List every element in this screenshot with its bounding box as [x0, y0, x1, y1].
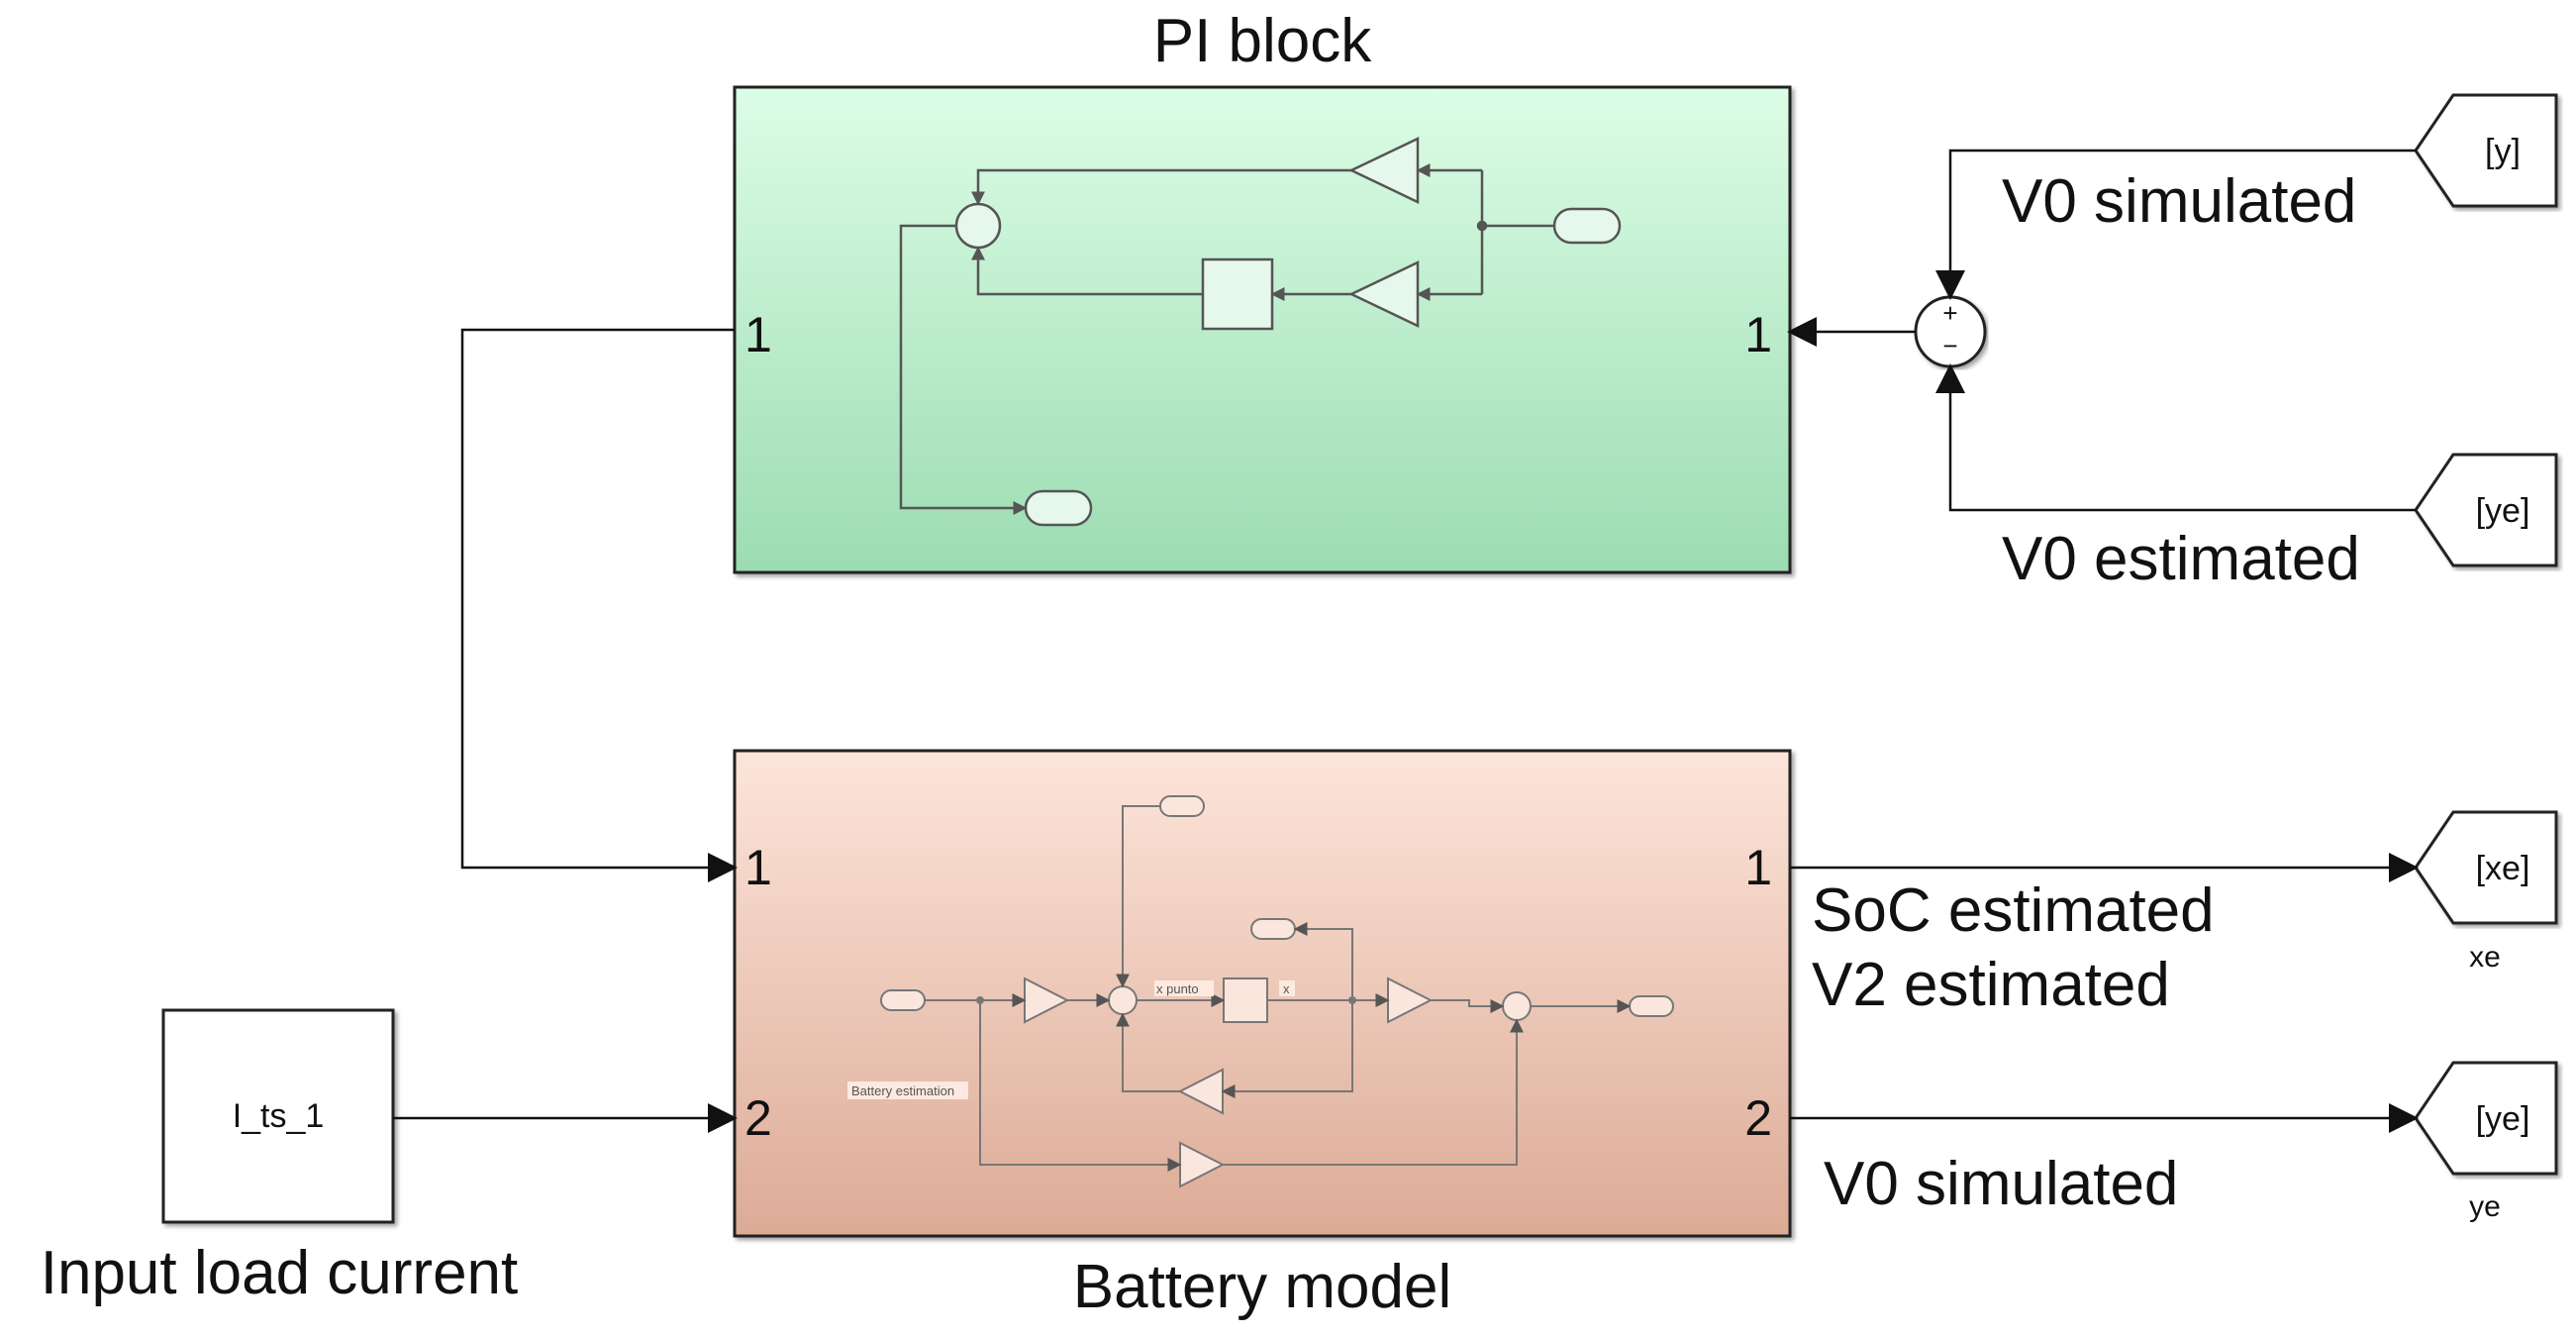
x-punto-label-bg: [1154, 980, 1214, 996]
battery-model-out-port-2: 2: [1744, 1090, 1772, 1146]
battery-estimation-label: Battery estimation: [851, 1083, 954, 1098]
signal-label-soc-estimated: SoC estimated: [1812, 876, 2215, 945]
input-load-current-block[interactable]: I_ts_1: [161, 1008, 395, 1224]
x-punto-label: x punto: [1156, 981, 1199, 996]
signal-ye-to-sum: [1935, 363, 2416, 512]
sum-plus-sign: +: [1942, 298, 1957, 328]
pi-block-title: PI block: [1153, 7, 1373, 75]
pi-block[interactable]: 1 1: [733, 85, 1792, 574]
goto-tag-ye[interactable]: [ye]: [2414, 1061, 2558, 1176]
signal-label-v2-estimated: V2 estimated: [1812, 951, 2170, 1019]
from-tag-ye-label: [ye]: [2476, 492, 2530, 530]
goto-tag-xe-caption: xe: [2469, 941, 2501, 974]
pi-block-in-port: 1: [744, 307, 772, 362]
goto-tag-ye-label: [ye]: [2476, 1100, 2530, 1138]
goto-tag-ye-caption: ye: [2469, 1190, 2501, 1223]
input-block-caption: Input load current: [41, 1239, 519, 1307]
battery-model-block[interactable]: x punto x Battery estimation 1 2 1 2: [733, 749, 1792, 1238]
pi-block-inner-preview: [899, 137, 1622, 527]
signal-lines: [393, 149, 2419, 1133]
signal-pi-to-battery: [460, 328, 738, 882]
x-label: x: [1283, 981, 1290, 996]
battery-model-title: Battery model: [1073, 1253, 1452, 1321]
goto-tag-xe-label: [xe]: [2476, 850, 2530, 887]
goto-tag-xe[interactable]: [xe]: [2414, 810, 2558, 925]
from-tag-ye[interactable]: [ye]: [2414, 453, 2558, 567]
signal-label-v0-simulated-bottom: V0 simulated: [1824, 1150, 2178, 1218]
battery-model-in-port-1: 1: [744, 840, 772, 895]
signal-label-v0-estimated: V0 estimated: [2002, 525, 2360, 593]
battery-estimation-label-bg: [847, 1081, 968, 1099]
x-label-bg: [1279, 980, 1295, 996]
battery-model-in-port-2: 2: [744, 1090, 772, 1146]
signal-y-to-sum: [1935, 149, 2416, 300]
from-tag-y-label: [y]: [2485, 133, 2521, 170]
sum-block[interactable]: + −: [1914, 295, 1987, 368]
signal-label-v0-simulated-top: V0 simulated: [2002, 167, 2356, 236]
input-block-label: I_ts_1: [233, 1097, 325, 1135]
battery-model-inner-preview: [880, 795, 1674, 1188]
sum-minus-sign: −: [1942, 331, 1957, 360]
pi-block-out-port: 1: [1744, 307, 1772, 362]
battery-model-out-port-1: 1: [1744, 840, 1772, 895]
from-tag-y[interactable]: [y]: [2414, 93, 2558, 208]
